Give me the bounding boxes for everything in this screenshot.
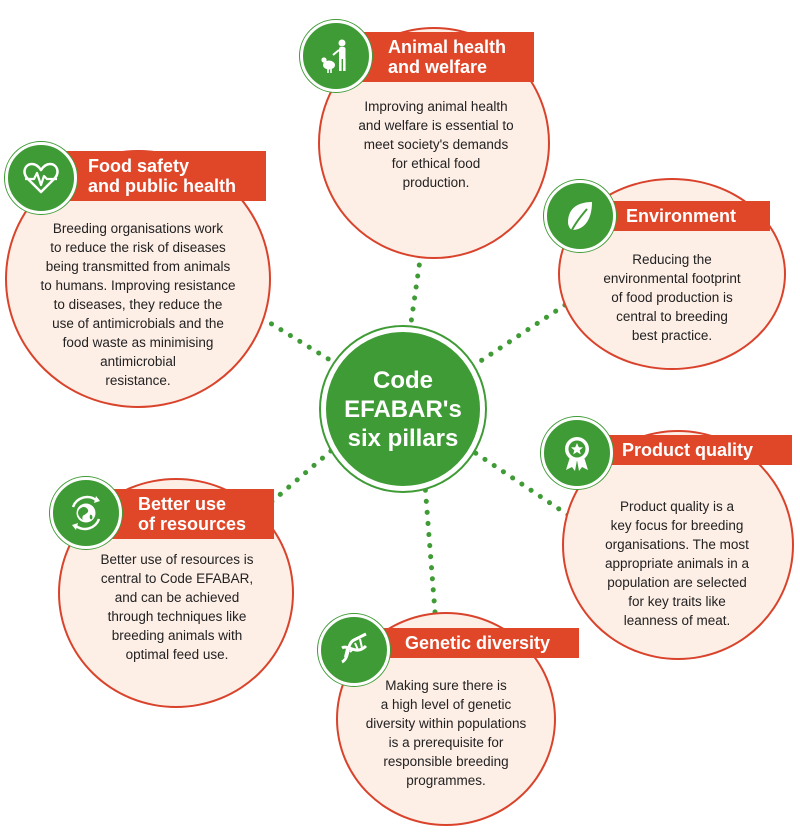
farmer-with-chicken-icon (300, 20, 372, 92)
pillar-description: Product quality is a key focus for breed… (604, 499, 750, 628)
connector-product (465, 445, 571, 518)
pillar-description: Making sure there is a high level of gen… (365, 678, 527, 788)
dna-icon (318, 614, 390, 686)
globe-recycle-icon (50, 477, 122, 549)
pillar-title: Product quality (596, 435, 792, 465)
pillar-circle (562, 430, 794, 660)
pillar-description: Breeding organisations work to reduce th… (40, 221, 236, 388)
pillar-description: Better use of resources is central to Co… (100, 552, 254, 662)
hub-title: Code EFABAR's six pillars (344, 366, 462, 452)
pillar-description: Improving animal health and welfare is e… (358, 99, 514, 190)
pillar-description: Reducing the environmental footprint of … (603, 252, 741, 343)
pillar-title: Animal health and welfare (362, 32, 534, 82)
leaf-icon (544, 180, 616, 252)
pillar-title: Better use of resources (112, 489, 274, 539)
pillar-title: Food safety and public health (62, 151, 266, 201)
award-rosette-icon (541, 417, 613, 489)
connector-environment (467, 302, 568, 371)
connector-food (259, 315, 333, 363)
pillar-title: Environment (600, 201, 770, 231)
heart-pulse-icon (5, 142, 77, 214)
central-hub: Code EFABAR's six pillars (321, 327, 485, 491)
connector-genetic (422, 482, 438, 615)
pillar-title: Genetic diversity (379, 628, 579, 658)
